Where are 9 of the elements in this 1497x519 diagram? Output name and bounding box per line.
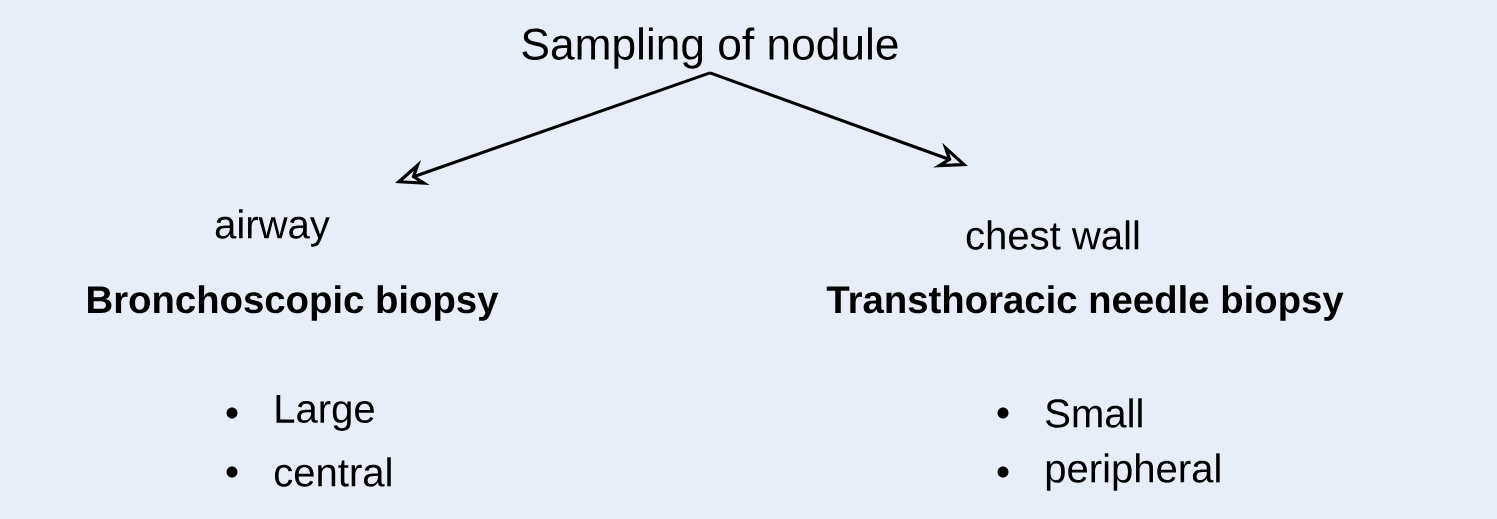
list-item: Small	[1046, 398, 1142, 428]
heading-text: Bronchoscopic biopsy	[88, 285, 499, 321]
list-item: Large	[276, 395, 374, 431]
branch-label: airway	[215, 209, 330, 247]
list-item: peripheral	[1046, 453, 1220, 491]
heading-text: Transthoracic needle biopsy	[826, 285, 1344, 321]
list-item: central	[274, 457, 391, 487]
branch-label: chest wall	[966, 220, 1139, 250]
title-text: Sampling of nodule	[522, 27, 898, 69]
